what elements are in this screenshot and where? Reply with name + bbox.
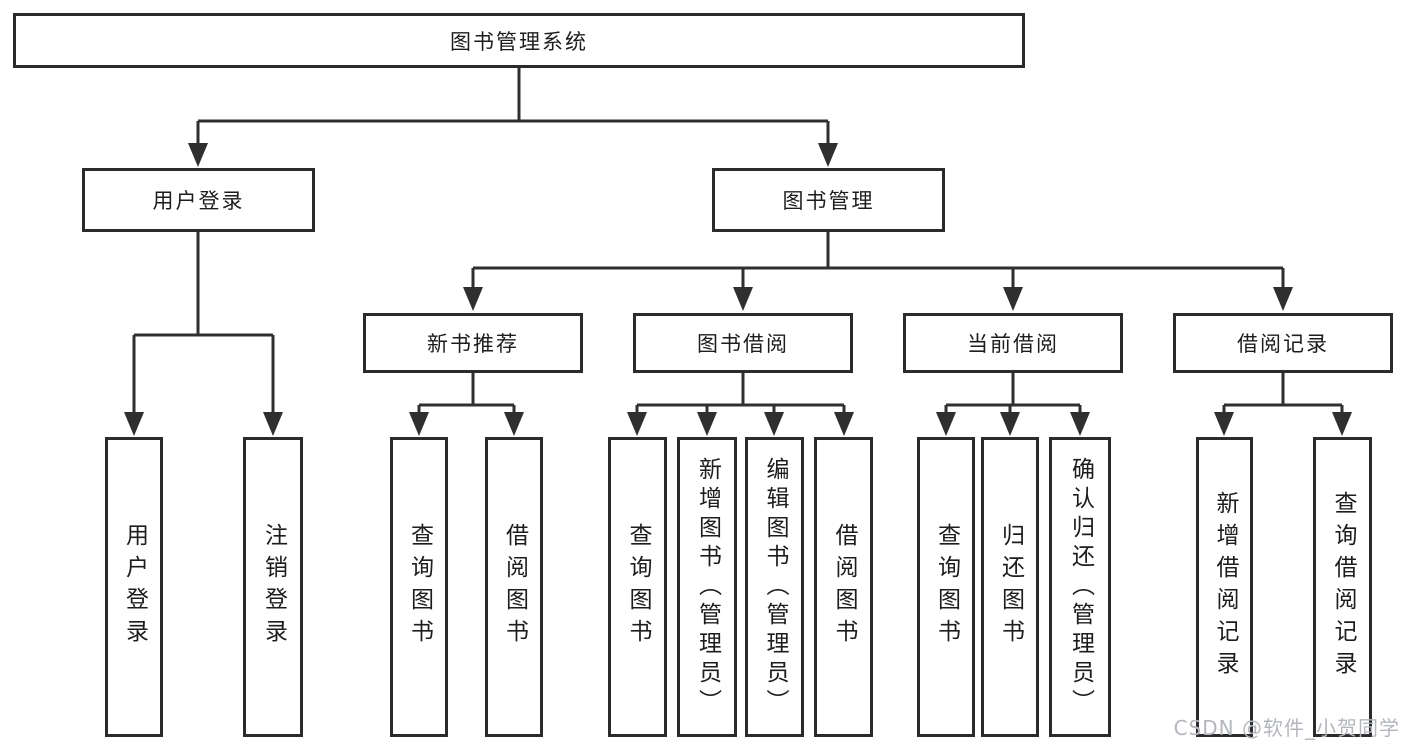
node-label: 借阅记录 (1237, 332, 1329, 356)
leaf-edit-book-admin: 编辑图书（管理员） (745, 437, 804, 737)
node-book-management: 图书管理 (712, 168, 945, 232)
leaf-add-borrow-record: 新增借阅记录 (1196, 437, 1253, 737)
leaf-label: 注销登录 (260, 523, 287, 651)
node-borrowing-records: 借阅记录 (1173, 313, 1393, 373)
leaf-label: 新增借阅记录 (1212, 491, 1238, 683)
node-book-borrowing: 图书借阅 (633, 313, 853, 373)
node-label: 图书借阅 (697, 332, 789, 356)
leaf-label: 用户登录 (121, 523, 148, 651)
leaf-query-books-current: 查询图书 (917, 437, 975, 737)
leaf-label: 新增图书（管理员） (694, 456, 721, 718)
leaf-label: 查询图书 (625, 523, 651, 651)
leaf-borrow-books-borrowing: 借阅图书 (814, 437, 873, 737)
leaf-confirm-return-admin: 确认归还（管理员） (1049, 437, 1111, 737)
leaf-label: 查询图书 (933, 523, 960, 651)
arrowheads (124, 143, 1352, 436)
leaf-user-login: 用户登录 (105, 437, 163, 737)
leaf-label: 编辑图书（管理员） (762, 456, 788, 718)
node-library-system: 图书管理系统 (13, 13, 1025, 68)
leaf-logout: 注销登录 (243, 437, 303, 737)
leaf-label: 归还图书 (997, 523, 1024, 651)
leaf-return-books: 归还图书 (981, 437, 1039, 737)
node-label: 新书推荐 (427, 332, 519, 356)
node-label: 用户登录 (152, 189, 245, 213)
node-label: 图书管理系统 (450, 29, 588, 54)
csdn-watermark: CSDN @软件_小贺同学 (1173, 716, 1400, 740)
leaf-label: 查询借阅记录 (1330, 491, 1356, 683)
node-new-book-recommend: 新书推荐 (363, 313, 583, 373)
leaf-query-books-borrowing: 查询图书 (608, 437, 667, 737)
leaf-label: 确认归还（管理员） (1067, 456, 1094, 718)
node-label: 图书管理 (782, 189, 875, 213)
leaf-add-book-admin: 新增图书（管理员） (677, 437, 737, 737)
leaf-label: 借阅图书 (831, 523, 857, 651)
node-label: 当前借阅 (967, 332, 1059, 356)
leaf-query-borrow-record: 查询借阅记录 (1313, 437, 1372, 737)
leaf-borrow-books-recommend: 借阅图书 (485, 437, 543, 737)
leaf-query-books-recommend: 查询图书 (390, 437, 448, 737)
node-current-borrowing: 当前借阅 (903, 313, 1123, 373)
node-user-login: 用户登录 (82, 168, 315, 232)
leaf-label: 借阅图书 (501, 523, 528, 651)
leaf-label: 查询图书 (406, 523, 433, 651)
